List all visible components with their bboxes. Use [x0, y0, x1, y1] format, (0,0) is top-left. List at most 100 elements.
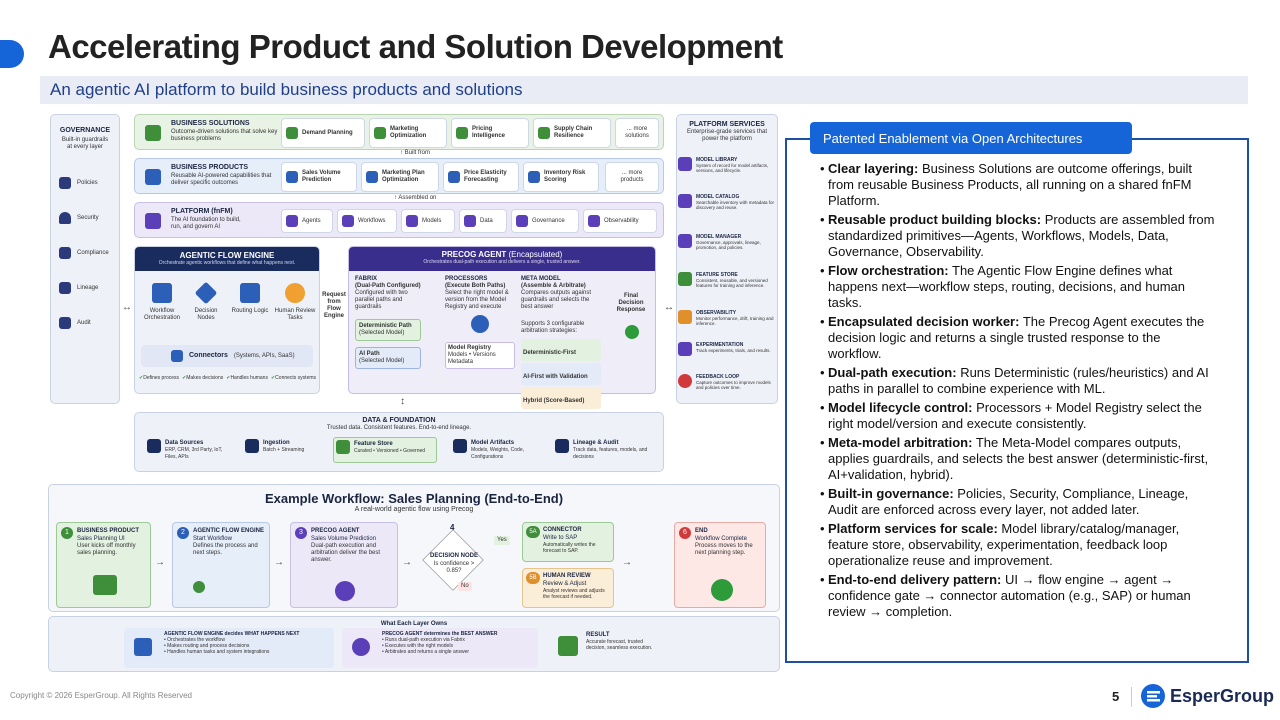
arrow-icon: ↔	[122, 302, 132, 313]
governance-item: Audit	[59, 317, 91, 329]
platform-chip: Governance	[511, 209, 579, 233]
bullet-item: •Meta-model arbitration: The Meta-Model …	[820, 435, 1209, 482]
forecast-icon	[286, 171, 298, 183]
gear-icon	[471, 315, 489, 333]
precog-header: PRECOG AGENT (Encapsulated)Orchestrates …	[349, 247, 655, 271]
espergroup-logo-icon	[1141, 684, 1165, 708]
governance-icon	[516, 215, 528, 227]
panel-tab: Patented Enablement via Open Architectur…	[810, 122, 1132, 154]
manager-icon	[678, 234, 692, 248]
strategy-hybrid: Hybrid (Score-Based)	[521, 387, 601, 409]
bar-chart-icon	[558, 636, 578, 656]
workflow-subtitle: A real-world agentic flow using Precog	[354, 506, 474, 513]
arrow-icon: ↕	[400, 396, 405, 407]
step-number: 3	[295, 527, 307, 539]
feedback-icon	[678, 374, 692, 388]
page-number: 5	[1112, 689, 1120, 704]
tag-icon	[456, 127, 468, 139]
product-chip: ... more products	[605, 162, 659, 192]
step-number: 1	[61, 527, 73, 539]
lineage-icon	[59, 282, 71, 294]
product-chip: Price Elasticity Forecasting	[443, 162, 519, 192]
products-title: BUSINESS PRODUCTS	[171, 164, 249, 171]
governance-item: Security	[59, 212, 99, 224]
brain-icon	[335, 581, 355, 601]
architecture-diagram: GOVERNANCE Built-in guardrails at every …	[48, 112, 780, 672]
owns-precog: PRECOG AGENT determines the BEST ANSWER …	[342, 628, 538, 668]
platform-desc: The AI foundation to build, run, and gov…	[171, 217, 241, 230]
ai-path-box: AI Path(Selected Model)	[355, 347, 421, 369]
audit-icon	[59, 317, 71, 329]
business-products-row: BUSINESS PRODUCTS Reusable AI-powered ca…	[134, 158, 664, 194]
governance-item: Policies	[59, 177, 98, 189]
feature-store-icon	[336, 440, 350, 454]
final-label: Final Decision Response	[616, 293, 646, 313]
platform-chip: Observability	[583, 209, 657, 233]
afe-checks: ✔Defines process ✔Makes decisions ✔Handl…	[139, 375, 319, 381]
arrow-icon: →	[622, 557, 632, 568]
observability-icon	[588, 215, 600, 227]
owns-result: RESULT Accurate forecast, trusted decisi…	[546, 628, 666, 668]
routing-icon	[240, 283, 260, 303]
bullet-list: •Clear layering: Business Solutions are …	[820, 161, 1215, 623]
database-icon	[147, 439, 161, 453]
observability-icon	[678, 310, 692, 324]
bullet-item: •Encapsulated decision worker: The Preco…	[820, 314, 1205, 361]
afe-item: Workflow Orchestration	[141, 283, 183, 322]
accent-tab	[0, 40, 24, 68]
example-workflow: Example Workflow: Sales Planning (End-to…	[48, 484, 780, 612]
workflow-title: Example Workflow: Sales Planning (End-to…	[264, 491, 564, 506]
data-foundation: DATA & FOUNDATION Trusted data. Consiste…	[134, 412, 664, 472]
no-label: No	[458, 582, 472, 591]
afe-item: Human Review Tasks	[273, 283, 317, 322]
play-icon	[193, 581, 205, 593]
governance-item: Compliance	[59, 247, 109, 259]
strategy-ai: AI-First with Validation	[521, 363, 601, 385]
brand-logo: EsperGroup	[1140, 683, 1274, 709]
decision-number: 4	[450, 523, 455, 532]
step-number: 2	[177, 527, 189, 539]
arrow-icon: →	[155, 557, 165, 568]
step-number: 6	[679, 527, 691, 539]
solution-chip: Pricing Intelligence	[451, 118, 529, 148]
lightbulb-icon	[145, 125, 161, 141]
compliance-icon	[59, 247, 71, 259]
solution-chip: Marketing Optimization	[369, 118, 447, 148]
platform-chip: Models	[401, 209, 455, 233]
check-item: ✔Connects systems	[270, 375, 317, 381]
platform-chip: Workflows	[337, 209, 397, 233]
bullet-item: •Built-in governance: Policies, Security…	[820, 486, 1189, 517]
fabrix-column: FABRIX (Dual-Path Configured) Configured…	[355, 275, 421, 369]
bullet-item: •Clear layering: Business Solutions are …	[820, 161, 1192, 208]
copyright: Copyright © 2026 EsperGroup. All Rights …	[10, 691, 192, 700]
experiment-icon	[678, 342, 692, 356]
artifacts-icon	[453, 439, 467, 453]
bullet-item: •Model lifecycle control: Processors + M…	[820, 400, 1202, 431]
platform-row: PLATFORM (fnFM) The AI foundation to bui…	[134, 202, 664, 238]
cube-icon	[145, 169, 161, 185]
plug-icon	[171, 350, 183, 362]
models-icon	[406, 215, 418, 227]
check-item: ✔Makes decisions	[182, 375, 224, 381]
arrow-icon: →	[402, 557, 412, 568]
data-icon	[464, 215, 476, 227]
bullet-item: •Reusable product building blocks: Produ…	[820, 212, 1215, 259]
platform-services: PLATFORM SERVICES Enterprise-grade servi…	[676, 114, 778, 404]
bullet-item: •Flow orchestration: The Agentic Flow En…	[820, 263, 1185, 310]
governance-panel: GOVERNANCE Built-in guardrails at every …	[50, 114, 120, 404]
connectors-box: Connectors (Systems, APIs, SaaS)	[141, 345, 313, 367]
